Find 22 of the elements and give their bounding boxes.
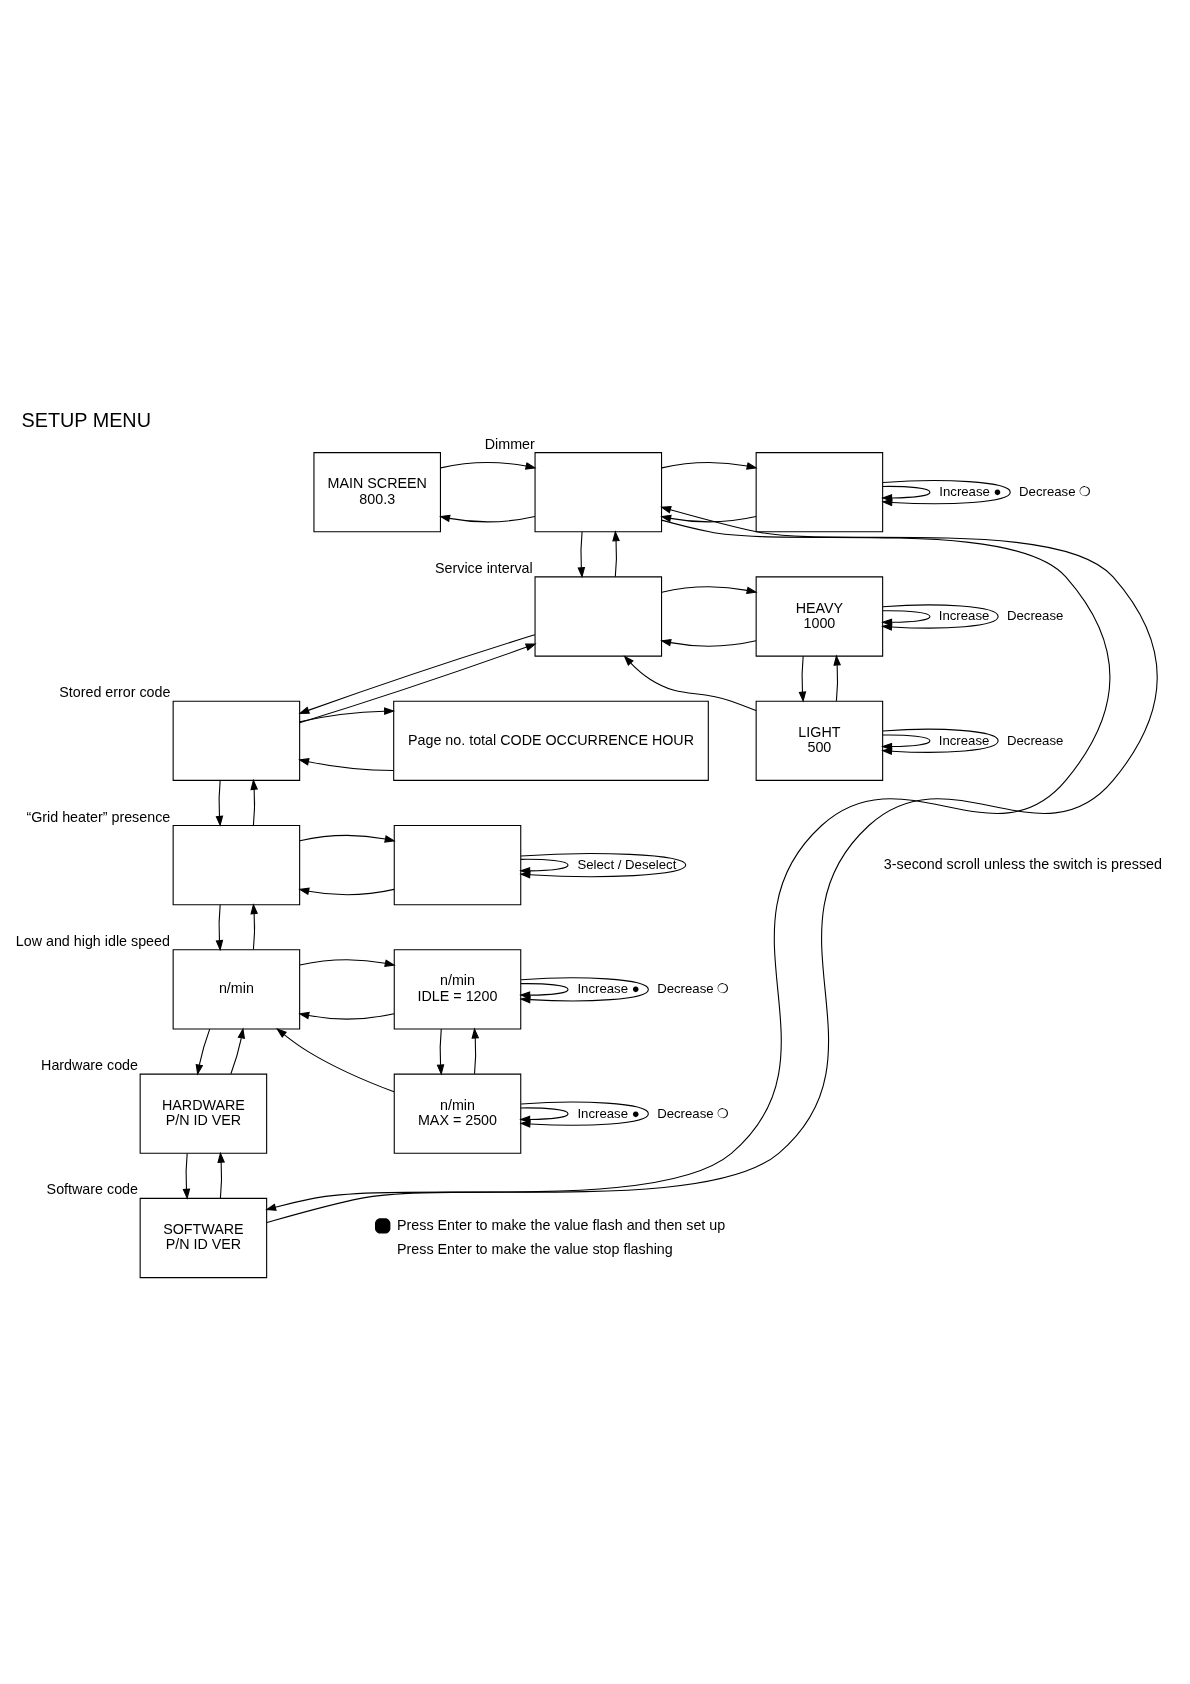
node-label: Dimmer [484,435,535,452]
label: 3-second scroll unless the switch is pressed [883,855,1162,872]
edge-label: Increase [938,608,990,624]
node-label: Software code [46,1181,138,1198]
legend-label: Press Enter to make the value stop flashing [397,1240,673,1257]
node-label: “Grid heater” presence [26,808,171,825]
edge-label: Increase ● [577,1105,640,1121]
edge-label: Increase [938,732,990,748]
edge-label: Decrease ❍ [657,981,730,997]
node-label: Low and high idle speed [15,932,170,949]
edge-label: Decrease ❍ [1019,484,1092,500]
edge-label: Decrease ❍ [657,1105,730,1121]
edge-label: Increase ● [939,484,1002,500]
node-label: Stored error code [59,684,171,701]
edge-label: Select / Deselect [577,857,677,873]
diagram-title: SETUP MENU [21,408,151,431]
edge-label: Decrease [1006,608,1064,624]
edge-label: Decrease [1006,732,1064,748]
node-label: Service interval [435,559,533,576]
legend-label: Press Enter to make the value flash and then set up [397,1216,726,1233]
edge-label: Increase ● [577,981,640,997]
node-label: Hardware code [41,1057,139,1074]
